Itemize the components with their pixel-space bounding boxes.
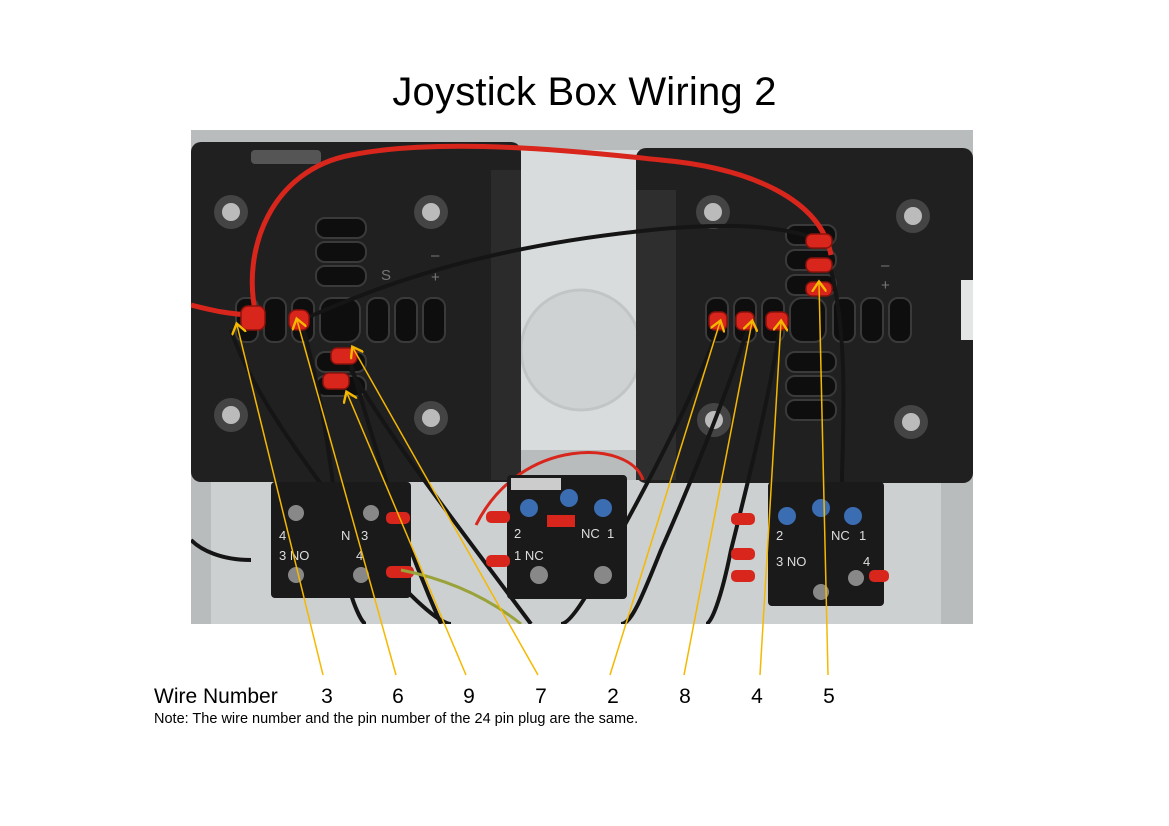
svg-text:4: 4 xyxy=(863,554,870,569)
svg-text:S: S xyxy=(381,267,391,284)
svg-text:–: – xyxy=(881,257,890,274)
svg-text:–: – xyxy=(431,247,440,264)
red-wire-loop xyxy=(249,143,834,316)
page-title: Joystick Box Wiring 2 xyxy=(392,70,777,114)
svg-text:3 NO: 3 NO xyxy=(776,554,806,569)
pin-note: Note: The wire number and the pin number… xyxy=(154,711,639,727)
wire-number-3: 3 xyxy=(321,685,333,708)
wire-number-7: 7 xyxy=(535,685,547,708)
svg-text:3: 3 xyxy=(361,528,368,543)
wiring-photo: S – + – + 3 N xyxy=(191,130,973,624)
wire-number-2: 2 xyxy=(607,685,619,708)
svg-text:+: + xyxy=(881,277,890,294)
left-switch-block: 3 NO 4 N 3 4 xyxy=(271,482,414,598)
svg-text:2: 2 xyxy=(514,526,521,541)
wire-number-6: 6 xyxy=(392,685,404,708)
wire-number-4: 4 xyxy=(751,685,763,708)
svg-text:1: 1 xyxy=(859,528,866,543)
center-switch-block: 2 NC 1 1 NC xyxy=(486,475,627,599)
svg-text:4: 4 xyxy=(356,548,363,563)
wire-number-9: 9 xyxy=(463,685,475,708)
svg-text:2: 2 xyxy=(776,528,783,543)
svg-text:1: 1 xyxy=(607,526,614,541)
wire-number-label: Wire Number xyxy=(154,685,278,708)
svg-text:N: N xyxy=(341,528,350,543)
svg-text:1 NC: 1 NC xyxy=(514,548,544,563)
wire-number-5: 5 xyxy=(823,685,835,708)
wire-number-8: 8 xyxy=(679,685,691,708)
svg-text:4: 4 xyxy=(279,528,286,543)
wire-number-row: Wire Number 3 6 9 7 2 8 4 5 xyxy=(0,685,1169,711)
svg-text:+: + xyxy=(431,269,440,286)
housing-legend-marks: S – + – + xyxy=(381,247,890,294)
svg-text:NC: NC xyxy=(581,526,600,541)
svg-text:3 NO: 3 NO xyxy=(279,548,309,563)
svg-text:NC: NC xyxy=(831,528,850,543)
